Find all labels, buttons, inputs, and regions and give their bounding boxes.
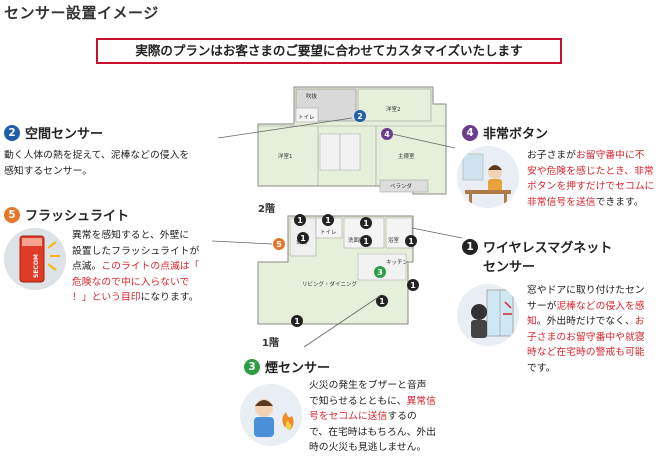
sensor-3-description: 火災の発生をブザーと音声 で知らせるとともに、異常信 号をセコムに送信するの で… (309, 380, 436, 453)
svg-text:1: 1 (363, 219, 369, 228)
room-label: 洗面所 (348, 236, 365, 244)
room-label: リビング・ダイニング (302, 280, 358, 288)
svg-text:5: 5 (276, 240, 282, 249)
sensor-5-description: 異常を感知すると、外壁に 設置したフラッシュライトが 点滅。このライトの点滅は「… (72, 230, 200, 303)
sensor-pin-1: 1 (376, 295, 388, 307)
room-label: 主寝室 (398, 152, 415, 160)
smoke-sensor-illustration (240, 384, 302, 446)
desc-line: 感知するセンサー。 (4, 165, 93, 177)
sensor-pin-1: 1 (360, 235, 372, 247)
sensor-pin-1: 1 (297, 232, 309, 244)
badge-number: 1 (462, 238, 478, 255)
svg-text:3: 3 (377, 268, 383, 277)
svg-text:1: 1 (408, 237, 414, 246)
room-label: トイレ (298, 115, 315, 121)
sensor-3-name: 煙センサー (265, 361, 331, 376)
svg-text:2: 2 (357, 112, 363, 121)
desc-line: 動く人体の熱を捉えて、泥棒などの侵入を (4, 150, 190, 161)
sensor-pin-5: 5 (273, 238, 285, 250)
sensor-5-name: フラッシュライト (25, 209, 130, 224)
room-label: トイレ (320, 230, 337, 236)
sensor-1-name: ワイヤレスマグネット (483, 241, 613, 256)
sensor-4-name: 非常ボタン (483, 127, 549, 142)
sensor-pin-1: 1 (360, 217, 372, 229)
sensor-2-heading: 2 空間センサー (4, 123, 103, 142)
svg-text:1: 1 (410, 281, 416, 290)
sensor-4-description: お子さまがお留守番中に不 安や危険を感じたとき、非常 ボタンを押すだけでセコムに… (527, 150, 655, 208)
customization-banner: 実際のプランはお客さまのご要望に合わせてカスタマイズいたします (96, 38, 562, 64)
emergency-button-illustration (457, 146, 519, 208)
room-label: キッチン (386, 259, 409, 266)
floor-label-2f: 2階 (258, 204, 275, 215)
sensor-pin-1: 1 (407, 279, 419, 291)
sensor-4-heading: 4 非常ボタン (462, 123, 548, 142)
sensor-pin-2: 2 (354, 110, 366, 122)
badge-number: 2 (4, 124, 20, 141)
sensor-5-heading: 5 フラッシュライト (4, 205, 129, 224)
sensor-1-heading: 1 ワイヤレスマグネット (462, 237, 612, 256)
sensor-pin-4: 4 (381, 128, 393, 140)
sensor-3-heading: 3 煙センサー (244, 357, 330, 376)
room-label: 吹抜 (306, 92, 318, 100)
lower-floor-plan: 玄関 トイレ 洗面所 浴室 キッチン リビング・ダイニング 1 1 1 1 1 … (257, 214, 419, 327)
sensor-1-description: 窓やドアに取り付けたセン サーが泥棒などの侵入を感 知。外出時だけでなく、お 子… (527, 285, 645, 374)
secom-logo: SECOM (33, 254, 40, 278)
floor-label-1f: 1階 (262, 338, 279, 349)
badge-number: 3 (244, 358, 260, 375)
sensor-pin-1: 1 (405, 235, 417, 247)
room-label: ベランダ (390, 182, 413, 190)
svg-text:1: 1 (294, 317, 300, 326)
floor-plan-diagram: 吹抜 洋室2 トイレ 洋室1 主寝室 ベランダ 2 4 玄関 トイレ 洗面所 浴… (257, 86, 447, 327)
svg-text:1: 1 (297, 216, 303, 225)
page-title: センサー設置イメージ (4, 4, 159, 22)
sensor-2-name: 空間センサー (25, 127, 104, 142)
room-label: 洋室1 (278, 152, 293, 160)
svg-text:1: 1 (379, 297, 385, 306)
sensor-1-name-line2: センサー (483, 260, 536, 275)
sensor-2-description: 動く人体の熱を捉えて、泥棒などの侵入を 感知するセンサー。 (4, 148, 234, 179)
svg-text:4: 4 (384, 130, 390, 139)
flashlight-illustration: SECOM (4, 228, 66, 290)
svg-text:1: 1 (300, 234, 306, 243)
sensor-pin-3: 3 (374, 266, 386, 278)
sensor-pin-1: 1 (291, 315, 303, 327)
room-label: 浴室 (388, 236, 400, 244)
upper-floor-plan: 吹抜 洋室2 トイレ 洋室1 主寝室 ベランダ 2 4 (257, 86, 447, 195)
svg-text:1: 1 (325, 216, 331, 225)
magnet-sensor-illustration (457, 284, 519, 346)
svg-text:1: 1 (363, 237, 369, 246)
badge-number: 4 (462, 124, 478, 141)
sensor-pin-1: 1 (322, 214, 334, 226)
badge-number: 5 (4, 206, 20, 223)
sensor-pin-1: 1 (294, 214, 306, 226)
room-label: 洋室2 (386, 105, 401, 113)
